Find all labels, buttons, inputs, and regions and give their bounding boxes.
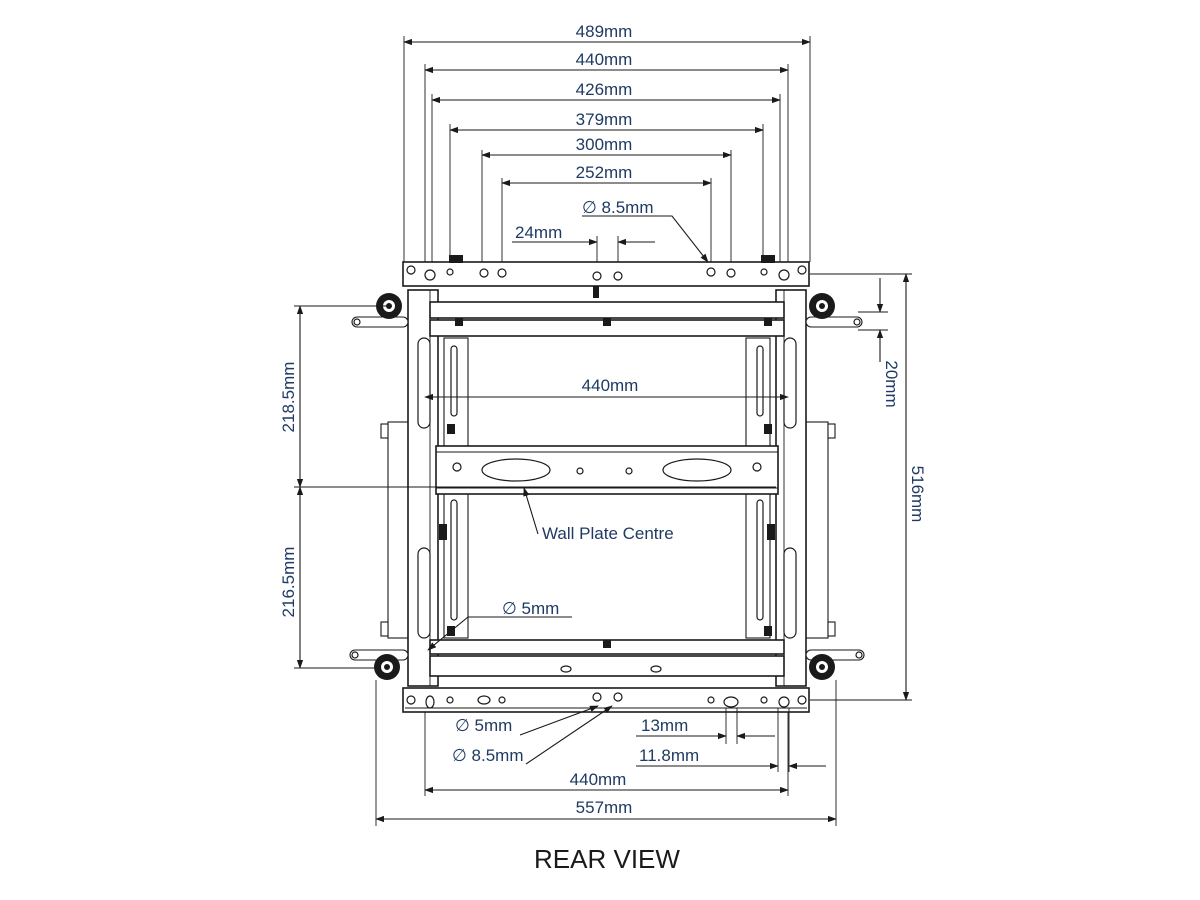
label-hole-85-lower: ∅ 8.5mm [452,746,524,765]
label-center-440: 440mm [582,376,639,395]
adjustment-knobs [374,293,835,680]
label-top-252: 252mm [576,163,633,182]
label-dim-11-8: 11.8mm [639,746,699,765]
label-bottom-557: 557mm [576,798,633,817]
label-top-440: 440mm [576,50,633,69]
bolts [439,255,775,648]
right-panel-tab-bottom [827,621,836,637]
label-spacing-24: 24mm [515,223,562,242]
top-bar [402,261,810,287]
right-side-panel [805,421,829,639]
label-hole-5-upper: ∅ 5mm [502,599,559,618]
label-top-426: 426mm [576,80,633,99]
label-top-379: 379mm [576,110,633,129]
label-right-20: 20mm [882,360,901,407]
wall-plate-slot-left [481,458,551,482]
left-side-panel [387,421,411,639]
label-hole-5-lower: ∅ 5mm [455,716,512,735]
label-right-516: 516mm [908,466,927,523]
label-dim-13: 13mm [641,716,688,735]
left-panel-tab-top [380,423,389,439]
label-hole-dia-top: ∅ 8.5mm [582,198,654,217]
mount-frame [349,255,865,713]
right-panel-tab-top [827,423,836,439]
label-wall-plate-centre: Wall Plate Centre [542,524,674,543]
dimension-lines [294,36,912,826]
left-panel-tab-bottom [380,621,389,637]
label-left-lower: 216.5mm [279,547,298,618]
wall-plate-slot-right [662,458,732,482]
label-bottom-440: 440mm [570,770,627,789]
label-left-upper: 218.5mm [279,362,298,433]
side-arms [349,316,865,661]
bottom-bar-holes [406,692,807,709]
label-top-300: 300mm [576,135,633,154]
dimension-labels: 489mm 440mm 426mm 379mm 300mm 252mm ∅ 8.… [279,22,927,874]
label-top-489: 489mm [576,22,633,41]
lower-cross-bar-2 [429,655,785,677]
top-bar-holes [406,265,807,281]
upper-cross-bar [429,301,785,319]
diagram-title: REAR VIEW [534,844,680,874]
